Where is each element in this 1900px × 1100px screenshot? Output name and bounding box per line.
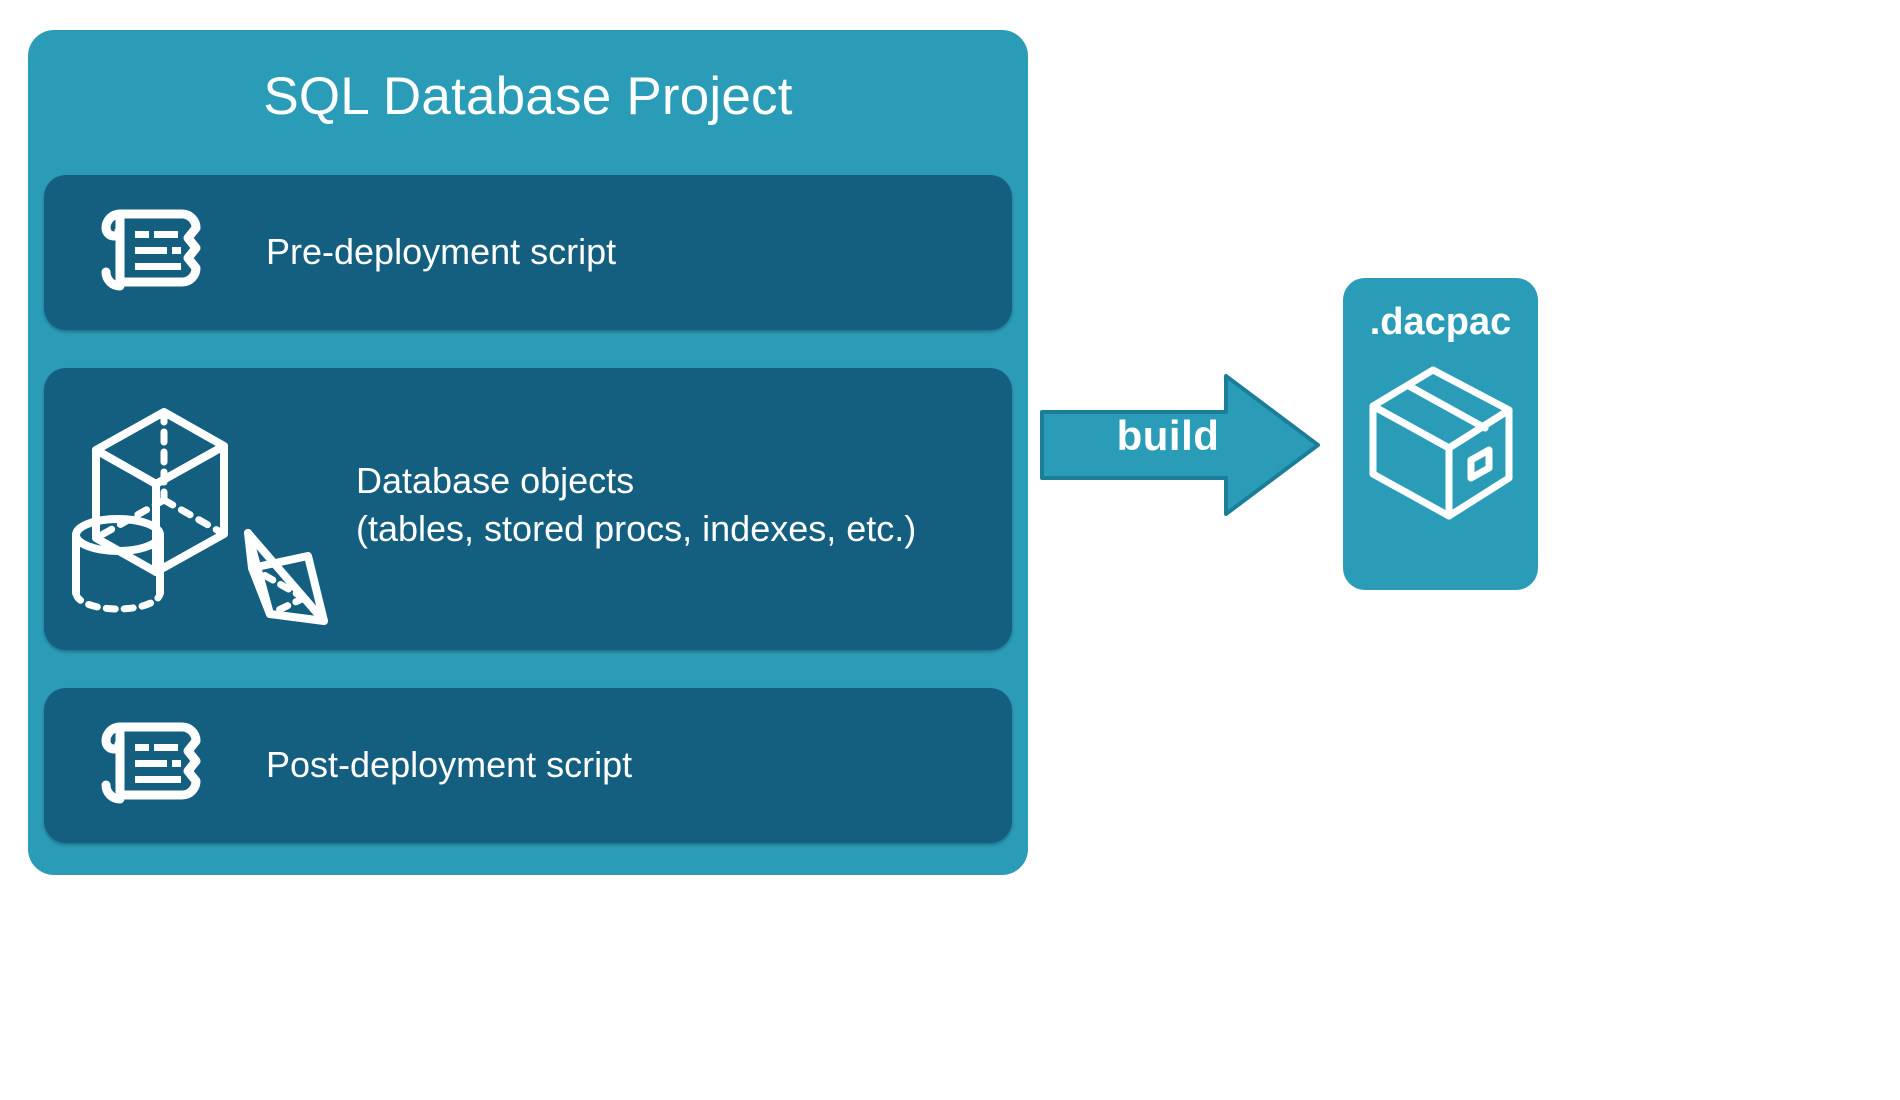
package-box-icon (1369, 366, 1513, 520)
page-title: SQL Database Project (263, 67, 793, 126)
panel-label: Post-deployment script (266, 744, 633, 785)
dacpac-label: .dacpac (1369, 301, 1512, 343)
dacpac-output-card[interactable]: .dacpac (1343, 278, 1538, 590)
panel-label: Pre-deployment script (266, 231, 617, 272)
panel-database-objects[interactable]: Database objects (tables, stored procs, … (44, 368, 1012, 650)
scroll-icon (101, 722, 201, 804)
panel-pre-deployment[interactable]: Pre-deployment script (44, 175, 1012, 330)
right-arrow-icon (1040, 374, 1320, 516)
panel-label: Database objects (tables, stored procs, … (356, 460, 917, 549)
scroll-icon (101, 209, 201, 291)
build-label: build (1116, 412, 1220, 459)
panel-post-deployment[interactable]: Post-deployment script (44, 688, 1012, 843)
sql-database-project-card: SQL Database Project Pre-deployment scri… (28, 30, 1028, 875)
shapes-icon (72, 408, 328, 625)
